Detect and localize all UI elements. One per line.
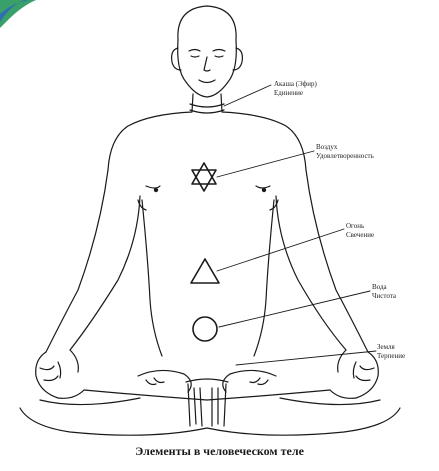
label-fire-quality: Свечение	[346, 231, 374, 240]
label-air-quality: Удовлетворенность	[316, 152, 374, 161]
label-akasha-quality: Единение	[274, 89, 317, 98]
diagram-caption: Элементы в человеческом теле	[0, 444, 439, 459]
fire-triangle-symbol	[191, 259, 219, 283]
leader-line-air	[217, 151, 314, 177]
leader-line-akasha	[224, 85, 271, 106]
label-water-name: Вода	[372, 283, 396, 292]
label-air: Воздух Удовлетворенность	[316, 143, 374, 161]
label-air-name: Воздух	[316, 143, 374, 152]
label-earth-name: Земля	[377, 343, 405, 352]
label-akasha-name: Акаша (Эфир)	[274, 80, 317, 89]
label-akasha: Акаша (Эфир) Единение	[274, 80, 317, 98]
label-fire: Огонь Свечение	[346, 222, 374, 240]
crossed-legs	[20, 370, 400, 435]
air-hexagram-symbol	[192, 163, 216, 191]
head	[172, 6, 243, 97]
leader-line-fire	[217, 229, 344, 271]
water-circle-symbol	[193, 317, 217, 341]
label-water: Вода Чистота	[372, 283, 396, 301]
label-water-quality: Чистота	[372, 292, 396, 301]
corner-swoosh-logo	[0, 0, 36, 28]
hands	[36, 350, 379, 398]
label-earth-quality: Терпение	[377, 352, 405, 361]
leader-line-water	[219, 291, 370, 327]
label-fire-name: Огонь	[346, 222, 374, 231]
label-earth: Земля Терпение	[377, 343, 405, 361]
